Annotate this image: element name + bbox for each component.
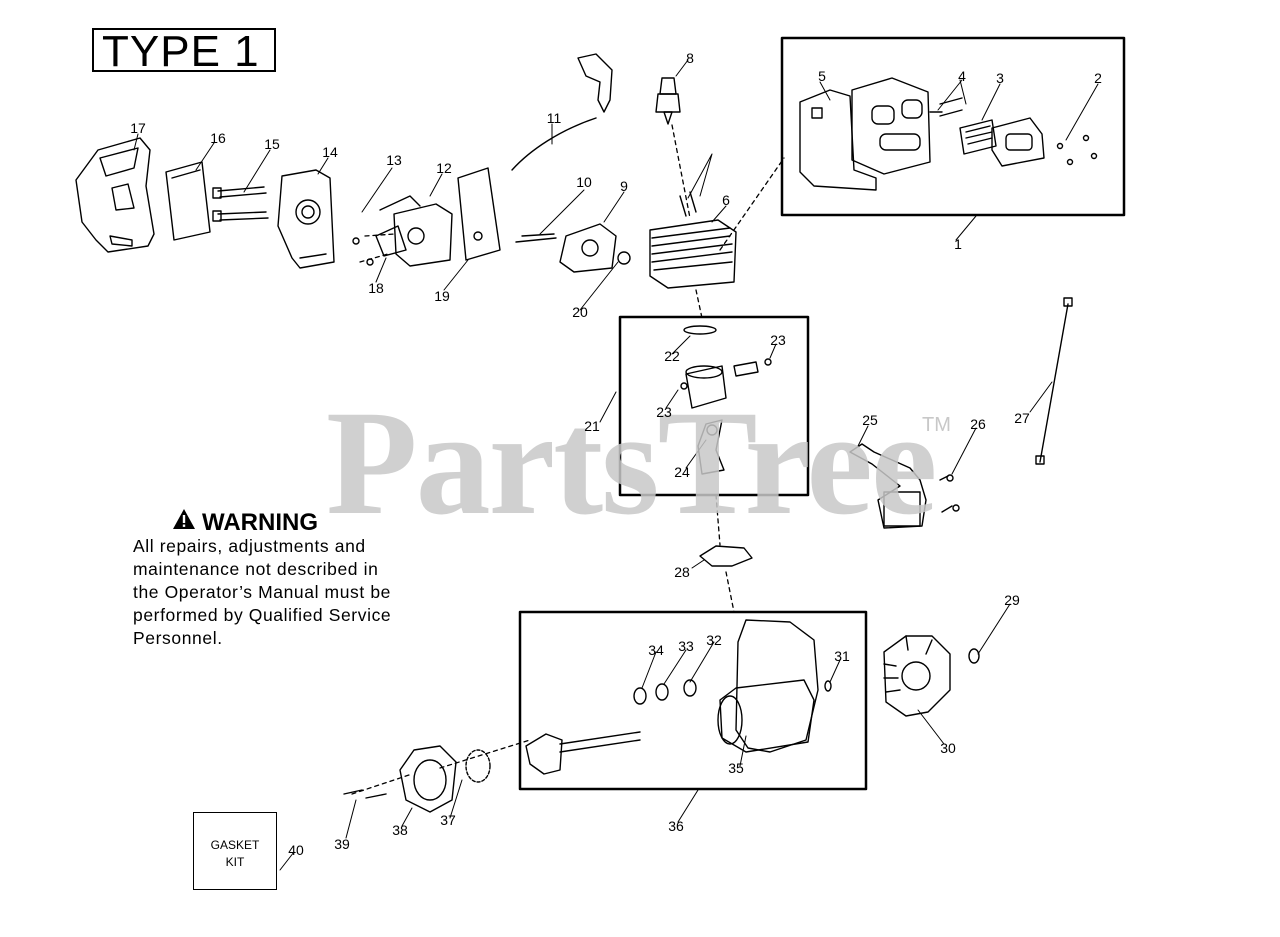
callout-28[interactable]: 28: [674, 564, 690, 580]
part-25-ignition-coil: [849, 443, 960, 529]
part-19-gasket: [457, 167, 501, 261]
callout-13[interactable]: 13: [386, 152, 402, 168]
callout-17[interactable]: 17: [130, 120, 146, 136]
callout-12[interactable]: 12: [436, 160, 452, 176]
warning-line: All repairs, adjustments and: [133, 536, 366, 556]
gasket-kit-box: GASKET KIT: [193, 812, 277, 890]
callout-33[interactable]: 33: [678, 638, 694, 654]
callout-18[interactable]: 18: [368, 280, 384, 296]
piston-kit-box: [618, 315, 810, 497]
callout-26[interactable]: 26: [970, 416, 986, 432]
callout-11[interactable]: 11: [546, 110, 562, 126]
callout-10[interactable]: 10: [576, 174, 592, 190]
callout-19[interactable]: 19: [434, 288, 450, 304]
part-36-crankshaft: [525, 731, 641, 775]
callout-9[interactable]: 9: [620, 178, 628, 194]
callout-14[interactable]: 14: [322, 144, 338, 160]
callout-27[interactable]: 27: [1014, 410, 1030, 426]
warning-line: Personnel.: [133, 628, 223, 648]
trademark-mark: TM: [922, 414, 951, 436]
callout-5[interactable]: 5: [818, 68, 826, 84]
callout-23b[interactable]: 23: [656, 404, 672, 420]
part-9-housing: [515, 223, 631, 273]
part-16-filter: [165, 161, 211, 241]
warning-line: maintenance not described in: [133, 559, 379, 579]
warning-line: the Operator’s Manual must be: [133, 582, 391, 602]
gasket-kit-label-2: KIT: [225, 855, 245, 869]
warning-line: performed by Qualified Service: [133, 605, 392, 625]
warning-text: All repairs, adjustments and maintenance…: [133, 535, 433, 650]
callout-22[interactable]: 22: [664, 348, 680, 364]
part-8-spark-plug: [655, 77, 681, 125]
part-6-cylinder: [649, 191, 737, 289]
part-27-wire: [1035, 297, 1073, 465]
callout-29[interactable]: 29: [1004, 592, 1020, 608]
callout-16[interactable]: 16: [210, 130, 226, 146]
callout-32[interactable]: 32: [706, 632, 722, 648]
gasket-kit-label-1: GASKET: [210, 838, 260, 852]
warning-title: WARNING: [202, 509, 318, 536]
muffler-kit-box: [780, 36, 1126, 217]
part-30-flywheel: [883, 635, 980, 717]
callout-38[interactable]: 38: [392, 822, 408, 838]
callout-39[interactable]: 39: [334, 836, 350, 852]
part-3-screen: [959, 119, 997, 155]
callout-34[interactable]: 34: [648, 642, 664, 658]
part-38-housing: [343, 745, 491, 813]
callout-3[interactable]: 3: [996, 70, 1004, 86]
callout-37[interactable]: 37: [440, 812, 456, 828]
part-14-adapter: [277, 169, 335, 269]
callout-6[interactable]: 6: [722, 192, 730, 208]
part-34-33-32-seals: [633, 679, 832, 705]
part-21-piston-kit: [680, 325, 772, 475]
part-17-cover: [75, 137, 155, 253]
callout-2[interactable]: 2: [1094, 70, 1102, 86]
callout-20[interactable]: 20: [572, 304, 588, 320]
callout-40[interactable]: 40: [288, 842, 304, 858]
part-11-line: [511, 53, 613, 171]
part-12-carburetor: [352, 195, 453, 267]
callout-8[interactable]: 8: [686, 50, 694, 66]
leader-lines: [133, 59, 1099, 871]
warning-heading: WARNING: [172, 508, 318, 537]
part-5-heat-shield: [799, 89, 877, 191]
crankcase-kit-box: [518, 610, 868, 791]
part-2-cover: [991, 117, 1098, 167]
part-muffler: [851, 77, 963, 175]
callout-1[interactable]: 1: [954, 236, 962, 252]
callout-30[interactable]: 30: [940, 740, 956, 756]
callout-36[interactable]: 36: [668, 818, 684, 834]
part-28-gasket: [699, 545, 753, 567]
callout-25[interactable]: 25: [862, 412, 878, 428]
part-35-crankcase: [717, 619, 819, 753]
callout-4[interactable]: 4: [958, 68, 966, 84]
part-15-screws: [212, 186, 269, 222]
callout-35[interactable]: 35: [728, 760, 744, 776]
callout-23a[interactable]: 23: [770, 332, 786, 348]
type-label: TYPE 1: [102, 27, 260, 76]
callout-21[interactable]: 21: [584, 418, 600, 434]
callout-24[interactable]: 24: [674, 464, 690, 480]
callout-15[interactable]: 15: [264, 136, 280, 152]
callout-31[interactable]: 31: [834, 648, 850, 664]
type-label-box: TYPE 1: [92, 28, 276, 76]
warning-triangle-icon: [172, 508, 196, 537]
